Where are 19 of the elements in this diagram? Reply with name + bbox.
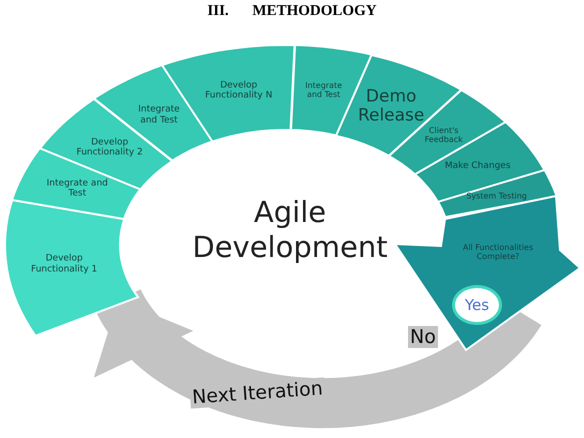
stage-label: Integrate and Test: [304, 80, 344, 100]
stage-label: Client's Feedback: [424, 125, 464, 144]
stage-label: Develop Functionality N: [204, 80, 274, 102]
stage-label: Develop Functionality 2: [76, 138, 144, 158]
stage-label: Integrate and Test: [137, 104, 181, 126]
stage-label: System Testing: [465, 192, 528, 201]
center-title: Agile Development: [191, 195, 389, 265]
stage-label: Develop Functionality 1: [30, 254, 98, 275]
answer-text: Yes: [464, 296, 490, 314]
stage-label: Integrate and Test: [46, 178, 109, 199]
loop-arrow: [96, 288, 540, 428]
section-heading: III. METHODOLOGY: [206, 3, 378, 20]
edge-label: No: [408, 326, 438, 348]
stage-segment: [415, 122, 545, 202]
stage-segment: [5, 200, 138, 336]
stage-label: Demo Release: [356, 87, 426, 126]
stage-label: Make Changes: [444, 161, 512, 172]
stage-label: All Functionalities Complete?: [462, 242, 534, 262]
stage-segment: [12, 148, 141, 220]
